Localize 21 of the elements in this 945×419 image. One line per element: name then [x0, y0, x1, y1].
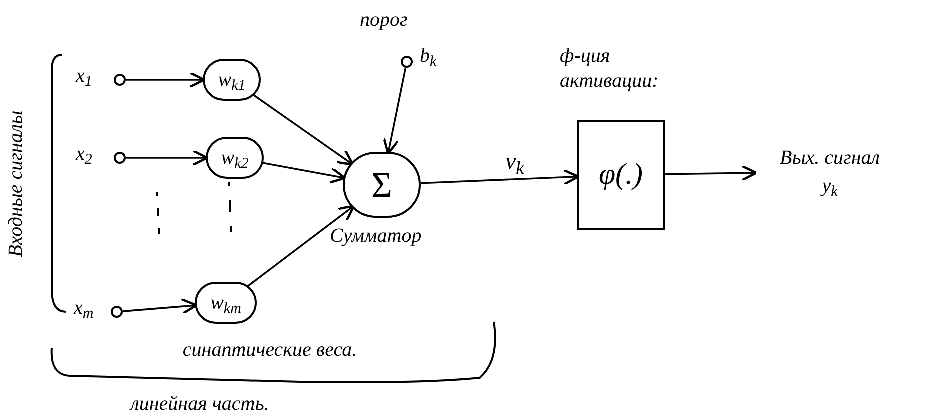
arrow	[664, 164, 758, 182]
node-caption: b$_{k}$	[420, 44, 438, 69]
node-caption: порог	[360, 8, 409, 33]
node-caption: x$_{2}$	[76, 142, 94, 167]
activation-function-box	[577, 120, 665, 230]
function-label: φ(.)	[598, 160, 644, 190]
output-label: Вых. сигнал	[780, 148, 880, 168]
node-caption: ф-ция активации:	[560, 44, 660, 94]
arrow	[252, 94, 354, 166]
node-caption: x$_{1}$	[76, 64, 94, 89]
node-caption: Сумматор	[330, 224, 423, 249]
annotation-label: синаптические веса.	[182, 338, 358, 363]
node-caption: x$_{m}$	[74, 296, 95, 321]
arrow	[246, 204, 356, 288]
weight-label: w$_{k2}$	[221, 148, 249, 168]
output-label: y$_{k}$	[822, 176, 838, 196]
annotation-label: линейная часть.	[128, 392, 270, 417]
sum-symbol: Σ	[372, 167, 392, 203]
side-label: Входные сигналы	[4, 110, 28, 260]
weight-label: w$_{k1}$	[218, 70, 246, 90]
weight-label: w$_{km}$	[210, 293, 242, 313]
